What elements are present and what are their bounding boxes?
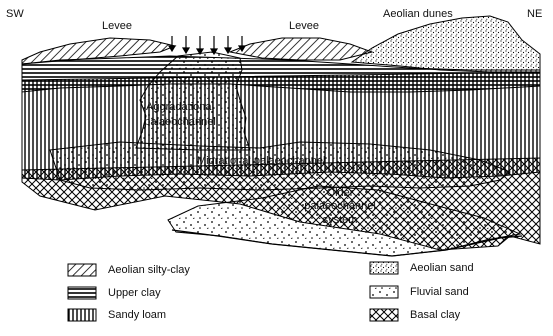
legend-swatch-aeolian-silty-clay [68, 264, 96, 276]
levee-right-label: Levee [289, 20, 319, 33]
older-label-line1: Older [300, 187, 380, 200]
levee-left-label: Levee [102, 20, 132, 33]
legend-swatch-basal-clay [370, 309, 398, 321]
legend-swatch-fluvial-sand [370, 286, 398, 298]
legend-swatch-upper-clay [68, 287, 96, 299]
direction-ne: NE [527, 8, 542, 21]
aeolian-sand-dunes [352, 16, 540, 72]
legend-label-upper-clay: Upper clay [108, 287, 161, 300]
legend-swatch-sandy-loam [68, 309, 96, 321]
legend-label-fluvial-sand: Fluvial sand [410, 286, 469, 299]
legend-label-aeolian-sand: Aeolian sand [410, 262, 474, 275]
migrational-label: Migrational palaeochannel [197, 155, 325, 168]
aggradational-label-line2: palaeochannel [130, 116, 230, 129]
older-label-line3: system [300, 214, 380, 227]
aggradational-label-line1: Aggradational [130, 101, 230, 114]
legend-label-sandy-loam: Sandy loam [108, 309, 166, 322]
aeolian-silty-clay-levee-right [230, 38, 372, 60]
legend-label-basal-clay: Basal clay [410, 309, 460, 322]
legend-swatch-aeolian-sand [370, 262, 398, 274]
aeolian-dunes-label: Aeolian dunes [383, 8, 453, 21]
direction-sw: SW [6, 8, 24, 21]
older-label-line2: palaeochannel [300, 200, 380, 213]
legend-label-aeolian-silty-clay: Aeolian silty-clay [108, 264, 190, 277]
